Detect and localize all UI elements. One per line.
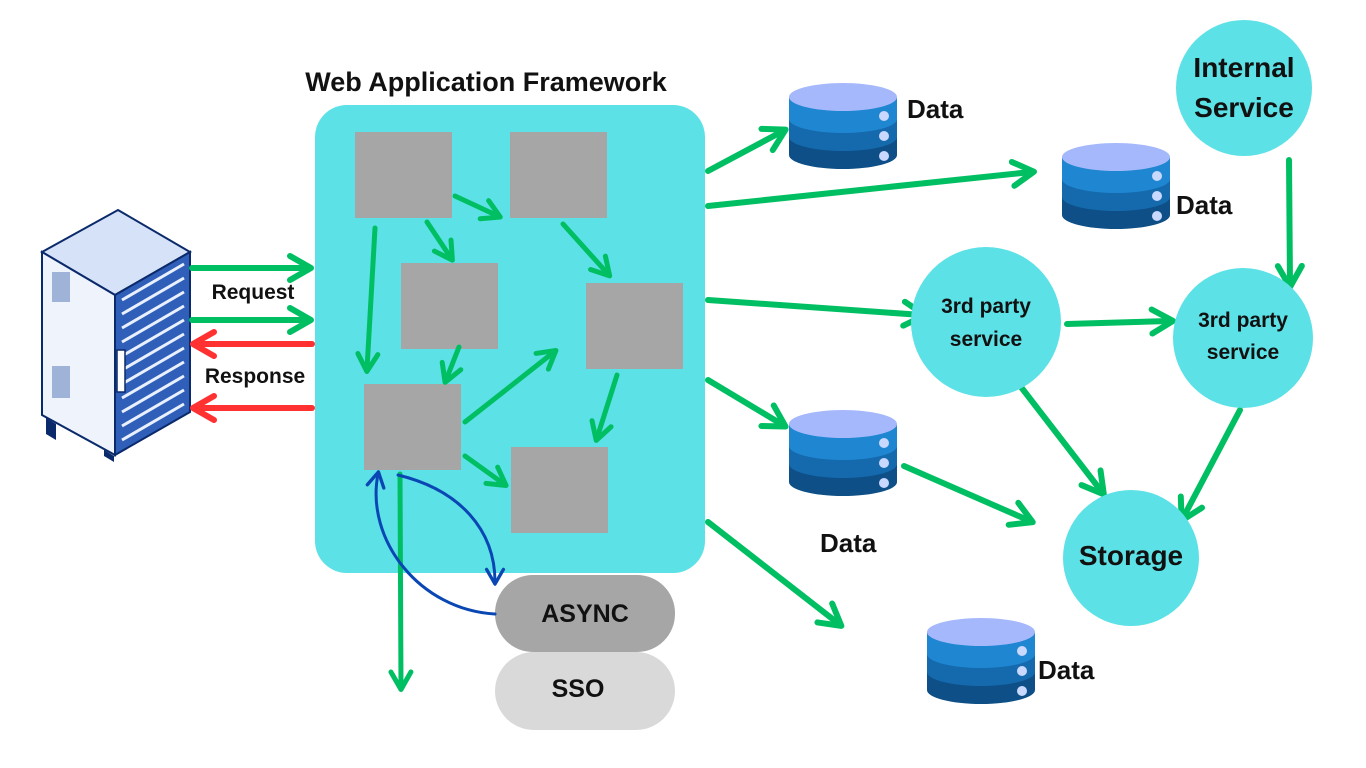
third-party-service-node-1: 3rd party service <box>911 247 1061 397</box>
module-box <box>401 263 498 349</box>
module-box <box>511 447 608 533</box>
sso-label: SSO <box>552 675 605 703</box>
internal-service-node: Internal Service <box>1176 20 1312 156</box>
storage-node: Storage <box>1063 490 1199 626</box>
module-box <box>355 132 452 218</box>
framework-title: Web Application Framework <box>305 67 668 97</box>
async-pill <box>495 575 675 652</box>
database-2: Data <box>1062 143 1233 229</box>
request-label: Request <box>212 281 295 304</box>
database-4: Data <box>927 618 1095 704</box>
database-label: Data <box>1038 655 1095 685</box>
third-party-service-label-line1: 3rd party <box>941 295 1031 318</box>
module-box <box>586 283 683 369</box>
module-box <box>510 132 607 218</box>
database-label: Data <box>907 94 964 124</box>
request-arrows <box>189 253 314 335</box>
database-3: Data <box>789 410 897 558</box>
async-arrows <box>365 470 506 616</box>
third-party-service-label-line1: 3rd party <box>1198 309 1288 332</box>
server-rack-icon <box>39 208 192 462</box>
response-arrows <box>190 329 315 423</box>
database-label: Data <box>820 528 877 558</box>
response-label: Response <box>205 365 305 388</box>
sso-pill <box>495 652 675 730</box>
internal-service-label-line1: Internal <box>1193 52 1294 83</box>
third-party-service-label-line2: service <box>1207 341 1279 364</box>
module-boxes <box>355 132 683 533</box>
third-party-service-label-line2: service <box>950 328 1022 351</box>
database-label: Data <box>1176 190 1233 220</box>
internal-service-label-line2: Service <box>1194 92 1294 123</box>
storage-label: Storage <box>1079 540 1183 571</box>
async-label: ASYNC <box>541 600 629 628</box>
module-box <box>364 384 461 470</box>
database-1: Data <box>789 83 964 169</box>
external-arrows <box>705 125 1305 629</box>
third-party-service-node-2: 3rd party service <box>1173 268 1313 408</box>
internal-arrows <box>355 193 620 692</box>
